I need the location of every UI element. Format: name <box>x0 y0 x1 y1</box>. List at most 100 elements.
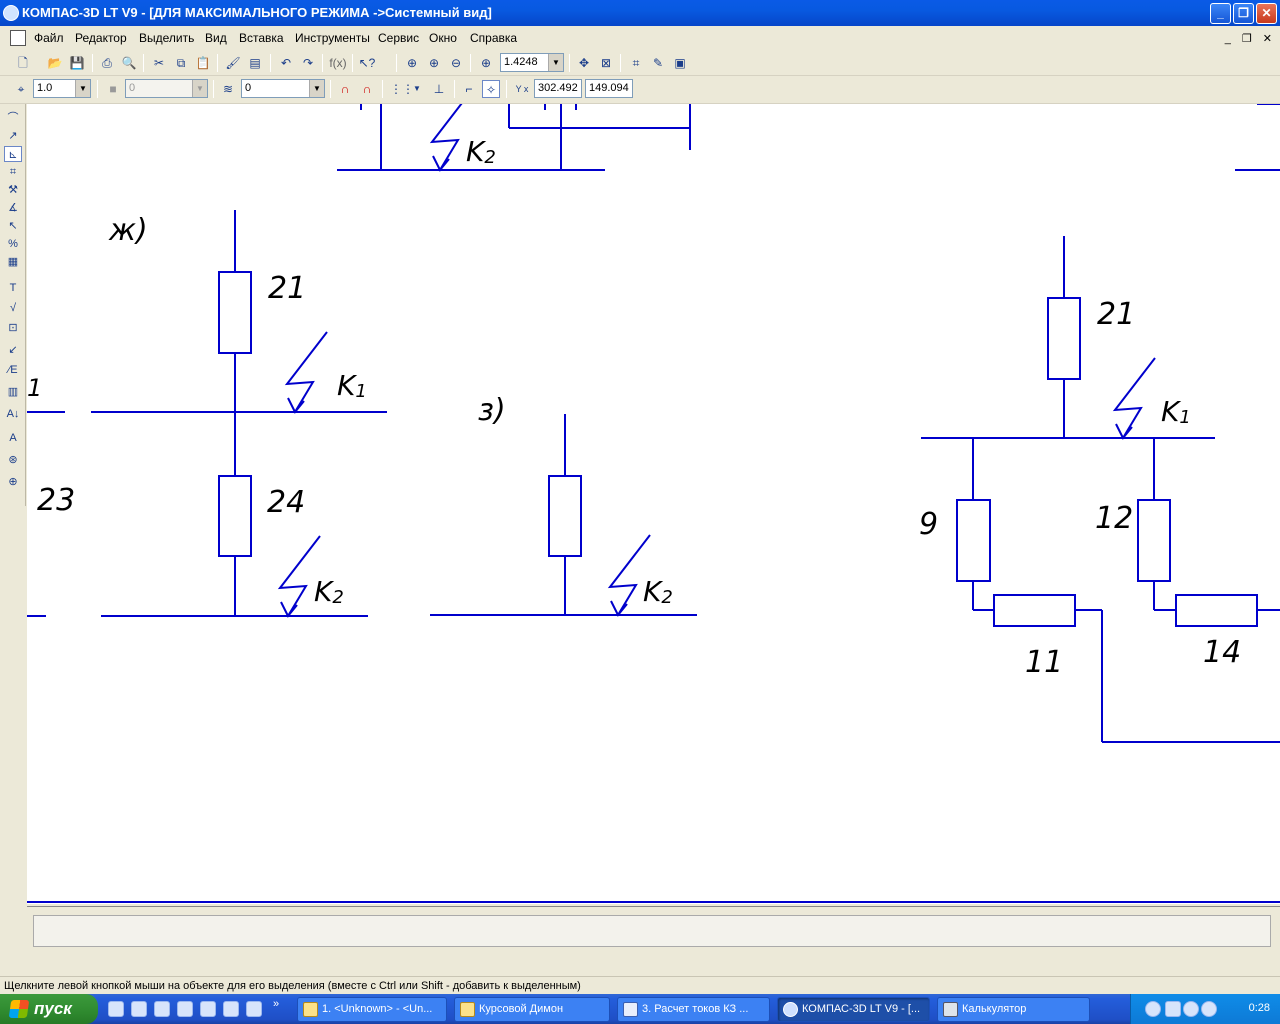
context-help-icon[interactable]: ↖? <box>358 56 376 70</box>
text-icon[interactable]: T <box>9 282 17 294</box>
menu-window[interactable]: Окно <box>429 31 457 45</box>
save-icon[interactable]: 💾 <box>69 56 85 70</box>
quicklaunch-kompas-icon[interactable] <box>177 1001 193 1017</box>
parametrization-icon[interactable]: ⚒ <box>8 184 18 196</box>
zoom-in-icon[interactable]: ⊕ <box>406 56 418 70</box>
show-all-icon[interactable]: ⊠ <box>600 56 612 70</box>
geometry-icon[interactable]: ⌒ <box>7 112 19 124</box>
chevron-down-icon[interactable]: ▼ <box>413 84 421 93</box>
local-cs-icon[interactable]: ⊥ <box>433 82 445 96</box>
fault-label-k2-top: K2 <box>466 135 496 168</box>
new-document-icon[interactable]: 🗋 <box>18 56 28 70</box>
base-icon[interactable]: ⊡ <box>8 322 18 334</box>
snap-toggle-icon[interactable]: ✧ <box>482 80 500 98</box>
tray-network-icon[interactable] <box>1165 1001 1181 1017</box>
layers-icon[interactable]: ≋ <box>222 82 234 96</box>
tray-volume-icon[interactable] <box>1183 1001 1199 1017</box>
style-combo[interactable]: 0 ▼ <box>125 79 208 98</box>
quicklaunch-ie-icon[interactable] <box>108 1001 124 1017</box>
copy-icon[interactable]: ⧉ <box>176 56 186 70</box>
chevron-down-icon[interactable]: ▼ <box>192 80 207 97</box>
spec-icon[interactable]: % <box>8 238 18 250</box>
center-mark-icon[interactable]: ⊕ <box>8 476 18 488</box>
measure-icon[interactable]: ∡ <box>8 202 18 214</box>
reports-icon[interactable]: ▦ <box>7 256 19 268</box>
menu-tools[interactable]: Инструменты <box>295 31 370 45</box>
undo-icon[interactable]: ↶ <box>280 56 292 70</box>
drawing-canvas[interactable]: K2 ж) 21 K1 24 K2 23 1 з) K2 21 K1 9 12 … <box>27 104 1280 904</box>
snap-magnet-icon[interactable]: ∩ <box>340 82 350 96</box>
dimensions-icon[interactable]: ↗ <box>8 130 18 142</box>
designations-icon[interactable]: ⊾ <box>4 146 22 162</box>
task-word[interactable]: 3. Расчет токов КЗ ... <box>617 997 770 1022</box>
start-button[interactable]: пуск <box>0 994 98 1024</box>
menu-service[interactable]: Сервис <box>378 31 420 45</box>
pan-icon[interactable]: ✥ <box>578 56 590 70</box>
redo-icon[interactable]: ↷ <box>302 56 314 70</box>
cursor-step-icon[interactable]: ⌖ <box>17 82 25 96</box>
cut-icon[interactable]: ✂ <box>153 56 165 70</box>
menu-file[interactable]: Файл <box>34 31 64 45</box>
tray-security-icon[interactable] <box>1201 1001 1217 1017</box>
chevron-down-icon[interactable]: ▼ <box>75 80 90 97</box>
variables-icon[interactable]: f(x) <box>329 56 347 70</box>
roughness-icon[interactable]: √ <box>9 302 17 314</box>
leader-icon[interactable]: ↙ <box>8 344 18 356</box>
print-icon[interactable]: ⎙ <box>102 56 112 70</box>
table-icon[interactable]: ▥ <box>7 386 19 398</box>
chevron-down-icon[interactable]: ▼ <box>548 54 563 71</box>
zoom-out-icon[interactable]: ⊖ <box>450 56 462 70</box>
task-kompas[interactable]: КОМПАС-3D LT V9 - [... <box>777 997 930 1022</box>
close-button[interactable]: ✕ <box>1256 3 1277 24</box>
print-preview-icon[interactable]: 🔍 <box>121 56 137 70</box>
quicklaunch-messenger-icon[interactable] <box>223 1001 239 1017</box>
kompas-app-icon[interactable] <box>3 5 19 21</box>
axis-icon[interactable]: ⊛ <box>8 454 18 466</box>
regenerate-icon[interactable]: ⌗ <box>632 56 640 70</box>
check-drawing-icon[interactable]: ✎ <box>652 56 664 70</box>
grid-icon[interactable]: ⋮⋮ <box>390 82 414 96</box>
manager-icon[interactable]: ▤ <box>249 56 261 70</box>
tray-arrow-icon[interactable] <box>1145 1001 1161 1017</box>
style-icon[interactable]: ■ <box>109 82 117 96</box>
ortho-icon[interactable]: ⌐ <box>465 82 473 96</box>
zoom-scale-icon[interactable]: ⊕ <box>480 56 492 70</box>
maximize-button[interactable]: ❐ <box>1233 3 1254 24</box>
select-icon[interactable]: ↖ <box>8 220 18 232</box>
display-mode-icon[interactable]: ▣ <box>674 56 686 70</box>
local-snap-icon[interactable]: ∩ <box>362 82 372 96</box>
properties-brush-icon[interactable]: 🖌 <box>225 56 241 70</box>
chevron-down-icon[interactable]: ▼ <box>309 80 324 97</box>
edit-icon[interactable]: ⌗ <box>9 166 17 178</box>
menu-select[interactable]: Выделить <box>139 31 195 45</box>
menu-view[interactable]: Вид <box>205 31 227 45</box>
fault-k1-left-head <box>287 397 305 414</box>
menu-insert[interactable]: Вставка <box>239 31 284 45</box>
menu-editor[interactable]: Редактор <box>75 31 127 45</box>
quicklaunch-network-icon[interactable] <box>246 1001 262 1017</box>
quicklaunch-firefox-icon[interactable] <box>131 1001 147 1017</box>
quicklaunch-opera-icon[interactable] <box>200 1001 216 1017</box>
minimize-button[interactable]: _ <box>1210 3 1231 24</box>
folder-icon <box>460 1002 475 1017</box>
zoom-combo[interactable]: 1.4248 ▼ <box>500 53 564 72</box>
quicklaunch-more-icon[interactable]: » <box>273 998 280 1010</box>
layer-combo[interactable]: 0 ▼ <box>241 79 325 98</box>
position-icon[interactable]: ∕E <box>8 364 18 376</box>
coord-x-field[interactable]: 302.492 <box>534 79 582 98</box>
mdi-window-controls[interactable]: _ ❐ ✕ <box>1224 33 1276 45</box>
zoom-window-icon[interactable]: ⊕ <box>428 56 440 70</box>
cut-line-icon[interactable]: A <box>9 432 17 444</box>
task-unknown[interactable]: 1. <Unknown> - <Un... <box>297 997 447 1022</box>
open-icon[interactable]: 📂 <box>47 56 63 70</box>
step-combo[interactable]: 1.0 ▼ <box>33 79 91 98</box>
paste-icon[interactable]: 📋 <box>195 56 211 70</box>
task-folder[interactable]: Курсовой Димон <box>454 997 610 1022</box>
document-icon[interactable] <box>10 30 26 46</box>
arrow-view-icon[interactable]: A↓ <box>6 408 20 420</box>
task-calculator[interactable]: Калькулятор <box>937 997 1090 1022</box>
title-bar[interactable]: КОМПАС-3D LT V9 - [ДЛЯ МАКСИМАЛЬНОГО РЕЖ… <box>0 0 1280 26</box>
quicklaunch-desktop-icon[interactable] <box>154 1001 170 1017</box>
menu-help[interactable]: Справка <box>470 31 518 45</box>
coord-y-field[interactable]: 149.094 <box>585 79 633 98</box>
